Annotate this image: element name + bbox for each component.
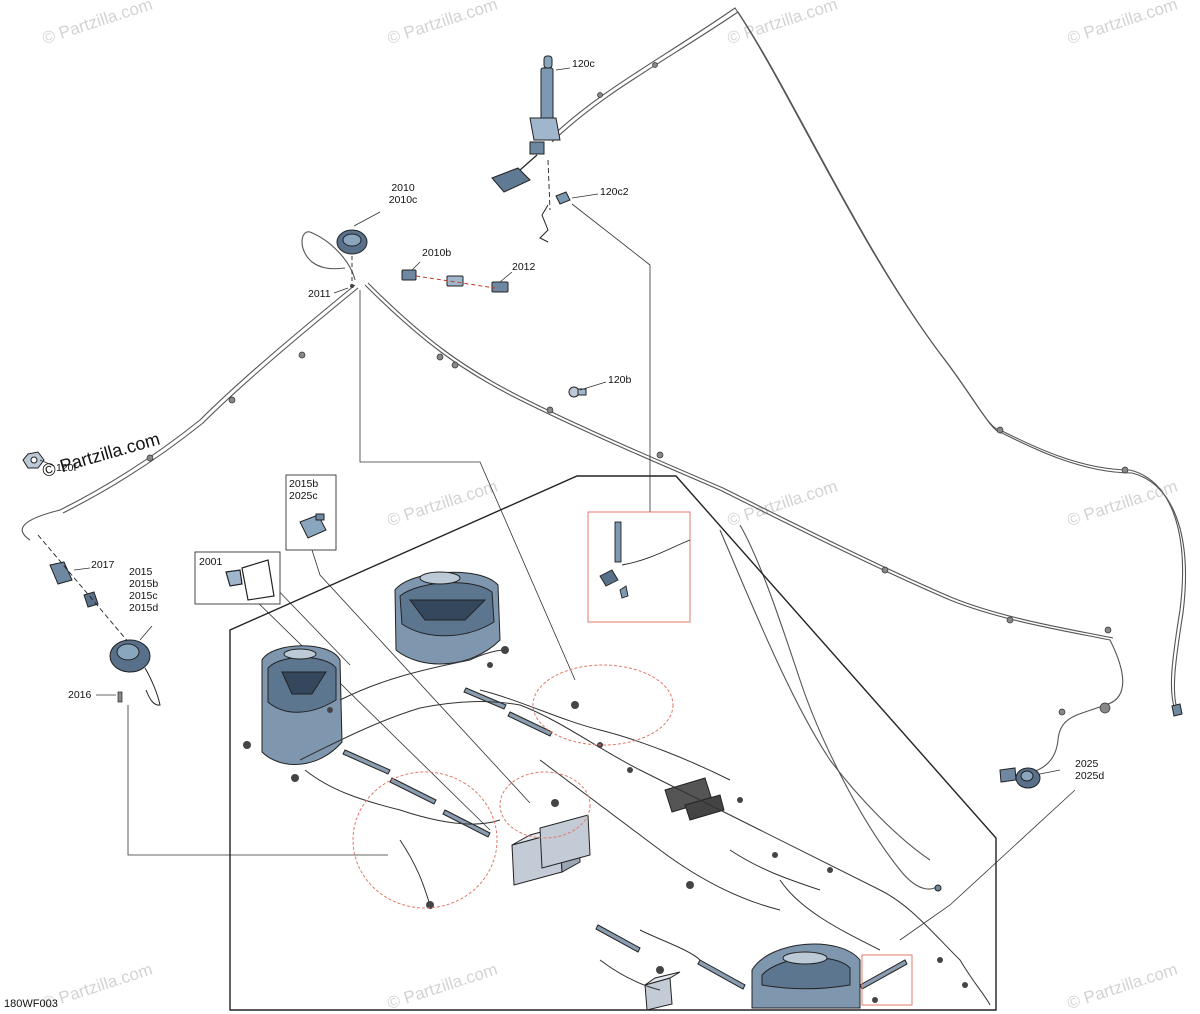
vehicle-body-outline — [229, 475, 997, 1011]
callout-2016: 2016 — [68, 689, 92, 701]
detail-ellipses — [352, 664, 674, 909]
beeper-2025 — [999, 767, 1041, 789]
callout-2015d: 2015d — [129, 602, 159, 614]
screw-2016 — [117, 691, 123, 703]
callout-2017: 2017 — [91, 559, 115, 571]
harness-clip — [146, 62, 1129, 716]
fuse-box — [664, 777, 725, 821]
leader-lines — [39, 67, 1076, 941]
callout-2010b: 2010b — [422, 247, 452, 259]
dashed-leader — [37, 534, 136, 651]
callout-2015: 2015 — [129, 566, 153, 578]
connector-120c2 — [539, 191, 571, 243]
callout-2025: 2025 — [1075, 758, 1099, 770]
connector-2010b — [401, 269, 464, 287]
callout-120c: 120c — [572, 58, 595, 70]
diagram-code: 180WF003 — [4, 998, 58, 1010]
push-rivet-120b — [568, 386, 587, 398]
callout-2025c: 2025c — [289, 490, 318, 502]
main-harness-cable — [21, 7, 1186, 890]
callout-2010: 2010 — [391, 182, 415, 194]
nut-120f — [22, 451, 45, 469]
antenna-assembly — [491, 55, 561, 193]
callout-2025d: 2025d — [1075, 770, 1105, 782]
antenna-detail — [599, 521, 691, 599]
callout-2012: 2012 — [512, 261, 536, 273]
tail-light-bottom — [751, 943, 861, 1009]
dashed-assembly-line — [415, 275, 496, 289]
callout-2001: 2001 — [199, 556, 223, 568]
tail-light-left — [261, 645, 343, 765]
tail-light-top — [394, 571, 501, 665]
fastener-2011 — [350, 284, 354, 288]
callout-2015c: 2015c — [129, 590, 158, 602]
callout-2010c: 2010c — [388, 194, 418, 206]
beeper-2015 — [109, 639, 161, 706]
part-box-2015b — [285, 474, 337, 551]
callout-120b: 120b — [608, 374, 632, 386]
connector-2012 — [491, 281, 509, 293]
dashed-leader — [547, 159, 551, 211]
callout-120f: 120f — [56, 462, 77, 474]
beeper-2010 — [336, 229, 368, 255]
inner-harness — [299, 649, 991, 1006]
battery-small — [644, 971, 681, 1011]
callout-2015b-box: 2015b — [289, 478, 319, 490]
detail-box-lower — [861, 954, 913, 1006]
connector-2015b — [299, 513, 327, 539]
connector-2017 — [49, 561, 99, 608]
callout-120c2: 120c2 — [600, 186, 629, 198]
harness-connectors — [243, 646, 968, 1003]
callout-2015b: 2015b — [129, 578, 159, 590]
detail-box-antenna — [587, 511, 691, 623]
battery-main — [511, 814, 591, 886]
cable-end-connectors — [934, 703, 1183, 892]
bracket-2001 — [225, 559, 275, 601]
callout-2011: 2011 — [308, 288, 331, 300]
